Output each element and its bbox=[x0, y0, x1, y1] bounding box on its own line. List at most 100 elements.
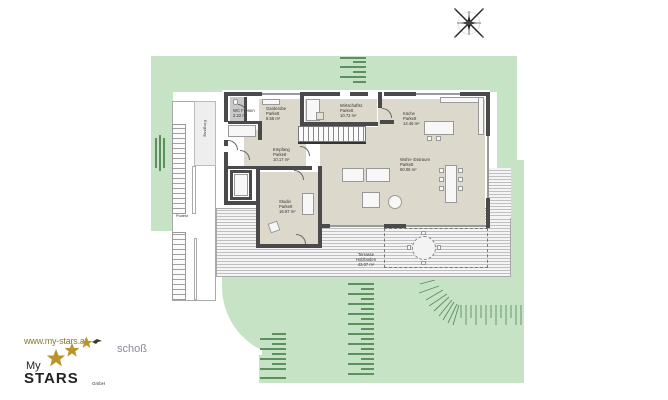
sofa bbox=[366, 168, 390, 182]
star-icon bbox=[46, 348, 66, 367]
coffee-table bbox=[362, 192, 380, 208]
terrace-table bbox=[412, 236, 436, 260]
hedge-mark bbox=[272, 343, 286, 345]
kitchen-counter-side bbox=[478, 97, 484, 135]
wall bbox=[460, 92, 490, 96]
room-label-wohnen: Wohn- Essraum Parkett 60.06 m² bbox=[400, 157, 430, 172]
wall bbox=[320, 224, 330, 228]
brand-my: My bbox=[26, 360, 41, 372]
hedge-mark bbox=[159, 135, 161, 171]
hedge-mark bbox=[361, 368, 374, 370]
ramp-rail bbox=[192, 166, 196, 214]
hedge-mark bbox=[260, 368, 286, 370]
brand-stars: STARS bbox=[24, 370, 79, 387]
hedge-mark bbox=[353, 61, 366, 63]
entrance-label: Eingang bbox=[203, 120, 208, 137]
bird-icon bbox=[92, 339, 102, 344]
chair bbox=[439, 186, 444, 191]
dining-table bbox=[445, 165, 457, 203]
wall bbox=[300, 92, 340, 96]
room-label-wc: WC Fliesen 2.22 m² bbox=[233, 108, 255, 118]
wall bbox=[384, 92, 416, 96]
ramp-rail bbox=[194, 238, 197, 300]
chair bbox=[437, 245, 441, 250]
room-label-empfang: Empfang Parkett 10.17 m² bbox=[273, 147, 290, 162]
hedge-mark bbox=[348, 303, 374, 305]
floor-title-fragment: schoß bbox=[117, 343, 147, 355]
wall bbox=[224, 92, 262, 96]
lawn-right bbox=[497, 56, 517, 176]
wall bbox=[256, 244, 322, 248]
room-label-garderobe: Garderobe Parkett 8.55 m² bbox=[266, 106, 287, 121]
lawn-left bbox=[151, 56, 173, 231]
radial-hedge-marks bbox=[418, 280, 522, 326]
wall bbox=[224, 140, 228, 146]
hedge-mark bbox=[348, 293, 374, 295]
room-label-wirtschaft: Wirtschaftsr. Parkett 10.72 m² bbox=[340, 103, 364, 118]
wall bbox=[486, 92, 490, 136]
hedge-mark bbox=[272, 333, 286, 335]
hedge-mark bbox=[260, 348, 286, 350]
hedge-mark bbox=[353, 81, 366, 83]
entrance-stairs-upper[interactable] bbox=[172, 124, 186, 214]
chair bbox=[439, 177, 444, 182]
room-label-kueche: Küche Parkett 14.46 m² bbox=[403, 111, 420, 126]
compass-rose-icon bbox=[454, 8, 484, 38]
wall bbox=[300, 122, 378, 126]
entry-landing bbox=[194, 101, 216, 166]
brand-url[interactable]: www.my-stars.at bbox=[24, 336, 88, 346]
entrance-stairs-lower[interactable] bbox=[172, 232, 186, 300]
wall bbox=[486, 198, 490, 228]
room-label-studio: Studio Parkett 16.97 m² bbox=[279, 199, 296, 214]
window bbox=[330, 225, 384, 227]
sofa bbox=[342, 168, 364, 182]
hedge-mark bbox=[361, 288, 374, 290]
hedge-mark bbox=[348, 333, 374, 335]
chair bbox=[421, 231, 426, 235]
studio-desk bbox=[302, 193, 314, 215]
window bbox=[487, 136, 489, 198]
lawn-top bbox=[151, 56, 517, 92]
hedge-mark bbox=[353, 71, 366, 73]
bar-stool bbox=[427, 136, 432, 141]
hedge-mark bbox=[348, 313, 374, 315]
wirtschaft-machine bbox=[316, 112, 324, 120]
interior-staircase[interactable] bbox=[298, 126, 366, 142]
side-table-round bbox=[388, 195, 402, 209]
hedge-mark bbox=[348, 353, 374, 355]
window bbox=[262, 93, 300, 95]
hedge-mark bbox=[348, 323, 374, 325]
wall bbox=[228, 121, 262, 124]
hedge-mark bbox=[361, 308, 374, 310]
room-label-terrasse: Terrasse Holzboden 43.07 m² bbox=[356, 252, 377, 267]
hedge-mark bbox=[272, 353, 286, 355]
wall bbox=[300, 92, 304, 126]
chair bbox=[458, 168, 463, 173]
wall bbox=[256, 166, 260, 248]
landing-label: Podest bbox=[176, 214, 188, 218]
window bbox=[406, 225, 486, 227]
wall bbox=[224, 152, 228, 204]
wall bbox=[298, 142, 366, 144]
hedge-mark bbox=[340, 57, 366, 59]
hedge-mark bbox=[155, 138, 157, 168]
kitchen-island bbox=[424, 121, 454, 135]
hedge-mark bbox=[272, 363, 286, 365]
wall bbox=[258, 122, 262, 140]
hedge-mark bbox=[361, 358, 374, 360]
wall bbox=[224, 92, 228, 122]
garderobe-cabinet bbox=[262, 99, 280, 105]
star-icon bbox=[64, 342, 80, 357]
wall bbox=[378, 92, 382, 108]
bench bbox=[228, 125, 256, 137]
chair bbox=[439, 168, 444, 173]
chair bbox=[458, 177, 463, 182]
hedge-mark bbox=[361, 338, 374, 340]
wall bbox=[230, 170, 252, 200]
chair bbox=[458, 186, 463, 191]
brand-gmbh: GmbH bbox=[92, 381, 106, 386]
wc-toilet bbox=[233, 99, 238, 105]
wall bbox=[228, 166, 256, 169]
hedge-mark bbox=[348, 343, 374, 345]
bar-stool bbox=[436, 136, 441, 141]
